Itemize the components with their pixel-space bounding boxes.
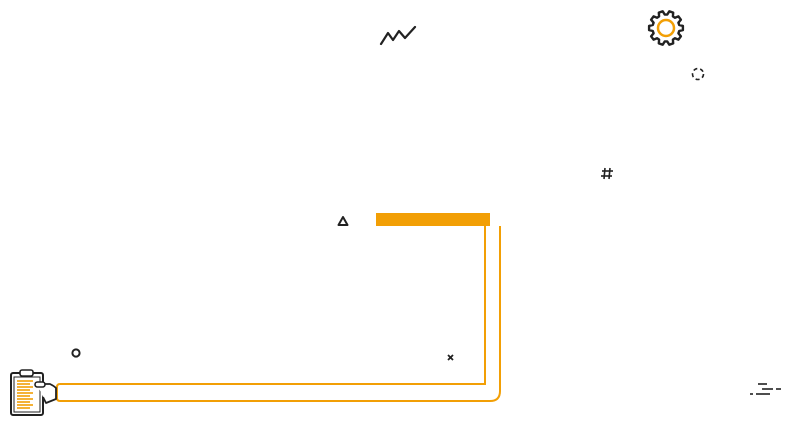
- cross-icon: [447, 354, 454, 361]
- clipboard-hand-icon: [10, 369, 57, 416]
- circle-icon: [71, 348, 81, 358]
- dashed-circle-icon: [691, 67, 705, 81]
- pipe: [56, 226, 501, 402]
- speed-lines-icon: [750, 383, 781, 395]
- gear-icon: [647, 10, 685, 46]
- hash-icon: [601, 167, 613, 180]
- orange-bar: [376, 213, 490, 226]
- zigzag-icon: [379, 25, 417, 46]
- triangle-icon: [337, 216, 349, 226]
